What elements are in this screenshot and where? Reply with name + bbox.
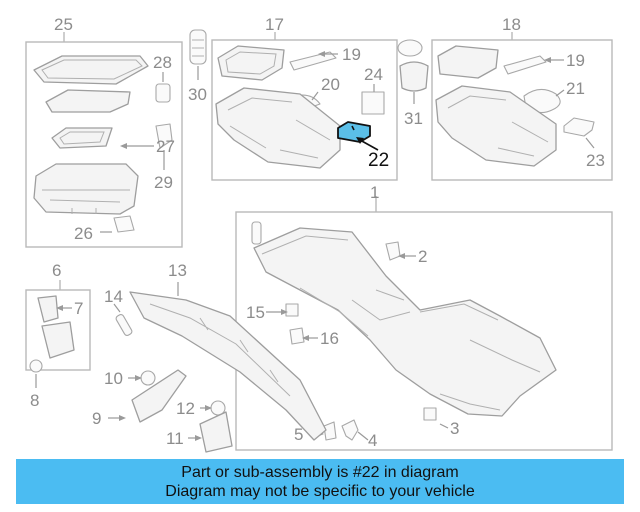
callout-26: 26 (74, 224, 93, 243)
callout-22: 22 (368, 150, 389, 171)
group-25-label: 25 (54, 15, 73, 34)
nut-10 (140, 370, 156, 386)
nut-8 (29, 359, 43, 373)
bolt-14 (115, 314, 133, 336)
console-upper-panel (215, 87, 341, 169)
callout-12: 12 (176, 399, 195, 418)
lid-liner (51, 127, 113, 149)
hardware-left: 8 14 10 9 12 11 (29, 287, 233, 453)
bracket-9 (131, 369, 187, 423)
shifter-bezel-alt (437, 45, 499, 79)
callout-13: 13 (168, 261, 187, 280)
group-18-label: 18 (502, 15, 521, 34)
group-17: 17 19 20 24 22 (211, 15, 398, 181)
mat-23 (563, 117, 595, 137)
cover-6 (41, 321, 75, 359)
trim-strip-19-alt (503, 55, 547, 75)
clip-2 (385, 241, 401, 261)
group-17-frame (211, 39, 398, 181)
callout-20: 20 (321, 75, 340, 94)
callout-10: 10 (104, 369, 123, 388)
group-25: 25 28 27 29 26 (25, 15, 183, 248)
part-30: 30 (188, 29, 207, 104)
clip-16 (289, 327, 305, 345)
screw-1 (251, 221, 262, 245)
armrest-housing (33, 163, 139, 215)
bracket-29 (155, 123, 173, 149)
info-banner: Part or sub-assembly is #22 in diagram D… (16, 459, 624, 504)
callout-30: 30 (188, 85, 207, 104)
callout-19-left: 19 (342, 45, 361, 64)
main-console: 1 2 3 15 16 (235, 183, 613, 451)
highlighted-part-22 (337, 121, 371, 143)
fastener-26 (113, 215, 135, 233)
clip-3 (423, 407, 437, 421)
clip-28 (155, 83, 171, 103)
callout-28: 28 (153, 53, 172, 72)
group-25-frame (25, 41, 183, 248)
armrest-pad (33, 55, 149, 85)
side-trim-panel (129, 291, 327, 441)
callout-16: 16 (320, 329, 339, 348)
info-banner-line-2: Diagram may not be specific to your vehi… (165, 482, 475, 500)
group-6-label: 6 (52, 261, 61, 280)
callout-3: 3 (450, 419, 459, 438)
nut-15 (285, 303, 299, 317)
bracket-11 (199, 411, 233, 453)
group-18-frame (431, 39, 613, 181)
console-base (253, 227, 557, 417)
callout-27: 27 (156, 137, 175, 156)
callout-5: 5 (294, 425, 303, 444)
plug-30 (189, 29, 207, 65)
side-panel-13: 13 (129, 261, 327, 441)
callout-21: 21 (566, 79, 585, 98)
trim-strip-19 (289, 51, 337, 71)
callout-7: 7 (74, 299, 83, 318)
callout-2: 2 (418, 247, 427, 266)
group-18: 18 19 21 23 (431, 15, 613, 181)
callout-29: 29 (154, 173, 173, 192)
insert-24 (361, 91, 385, 115)
callout-31: 31 (404, 109, 423, 128)
callout-4: 4 (368, 431, 377, 450)
callout-1: 1 (370, 183, 379, 202)
parts-diagram: 25 28 27 29 26 30 17 (25, 15, 613, 453)
callout-11: 11 (166, 429, 184, 448)
group-6: 6 7 (25, 261, 91, 371)
callout-15: 15 (246, 303, 265, 322)
shifter-bezel (217, 45, 285, 81)
group-17-label: 17 (265, 15, 284, 34)
callout-23: 23 (586, 151, 605, 170)
console-upper-panel-alt (435, 85, 557, 167)
callout-24: 24 (364, 65, 383, 84)
group-6-frame (25, 289, 91, 371)
info-banner-line-1: Part or sub-assembly is #22 in diagram (181, 463, 459, 481)
lid-panel (45, 89, 131, 113)
screw-4 (341, 419, 359, 441)
callout-9: 9 (92, 409, 101, 428)
cup-lid-31 (397, 39, 423, 57)
clip-5 (323, 421, 337, 441)
part-31: 31 (397, 39, 429, 128)
cup-31 (399, 61, 429, 92)
callout-19-right: 19 (566, 51, 585, 70)
callout-14: 14 (104, 287, 123, 306)
callout-8: 8 (30, 391, 39, 410)
bracket-7 (37, 295, 59, 323)
